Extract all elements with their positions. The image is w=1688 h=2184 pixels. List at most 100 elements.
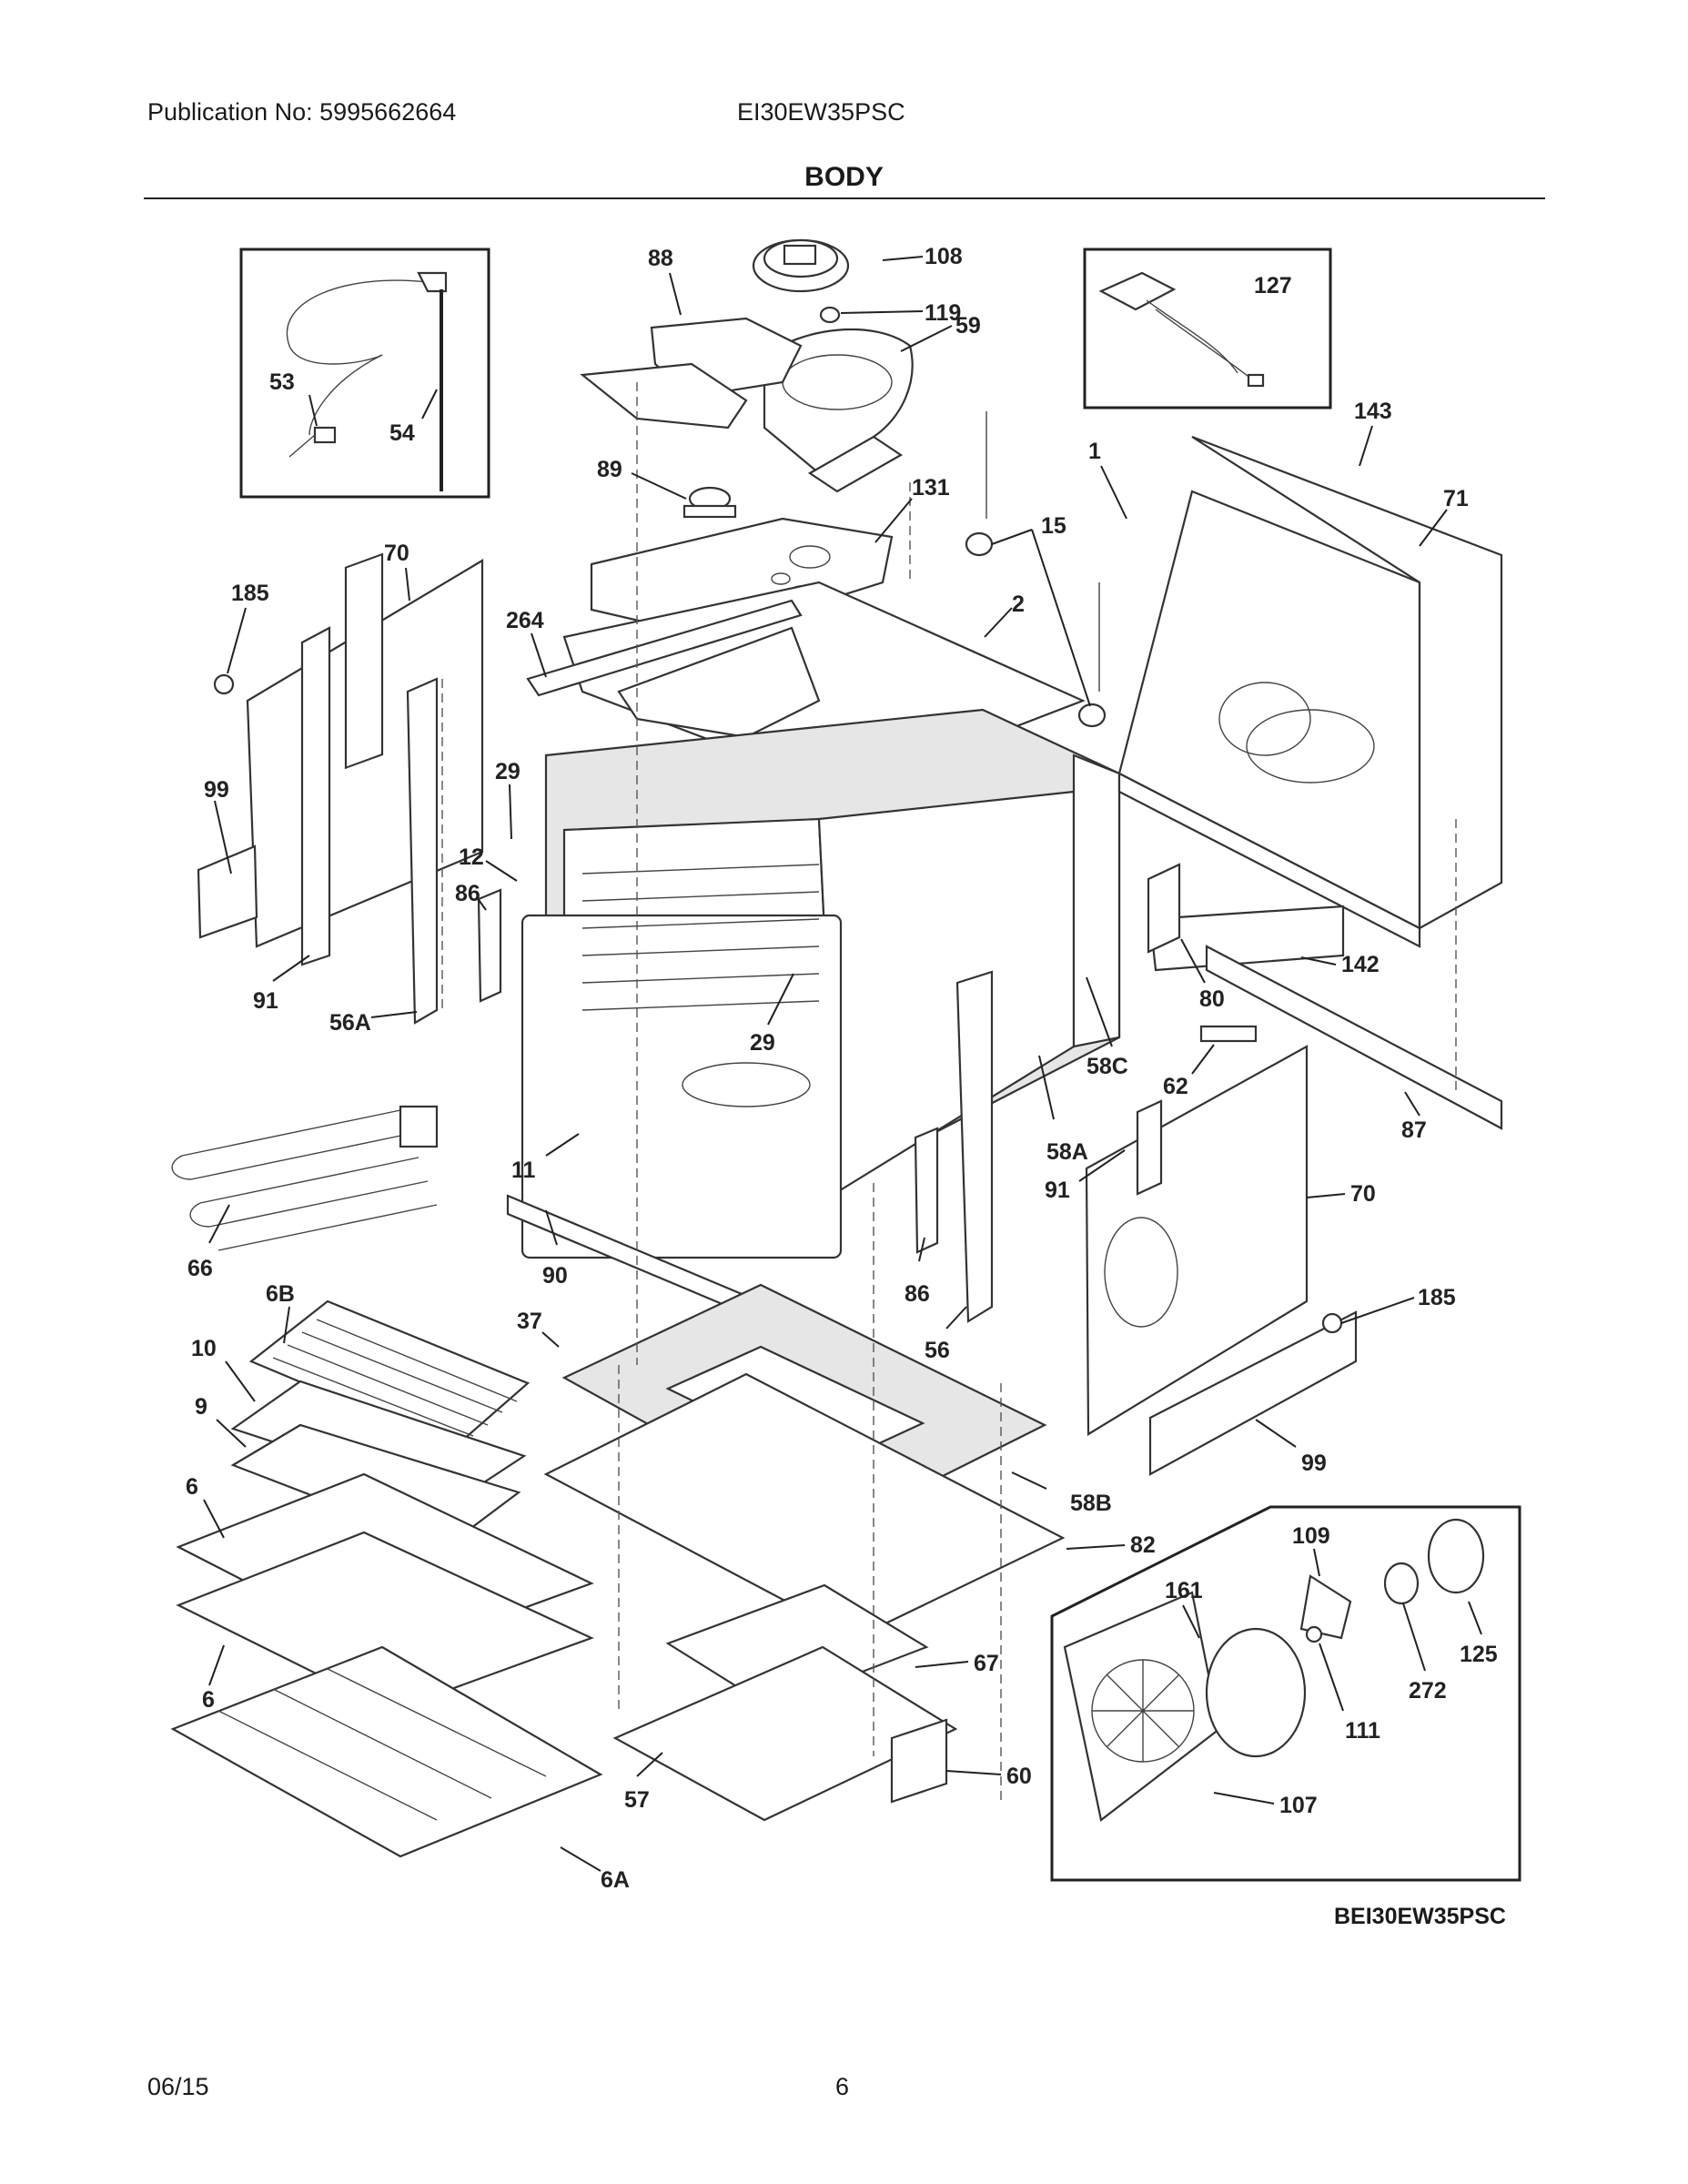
svg-text:6B: 6B xyxy=(266,1281,295,1307)
svg-text:59: 59 xyxy=(955,313,981,339)
callout-185-right: 185 xyxy=(1340,1285,1456,1324)
callout-143: 143 xyxy=(1354,399,1392,467)
svg-text:66: 66 xyxy=(187,1256,213,1281)
bottom-bracket-part xyxy=(1147,863,1503,1130)
svg-text:90: 90 xyxy=(542,1263,568,1289)
callout-108: 108 xyxy=(882,244,963,269)
page-number: 6 xyxy=(835,2073,850,2100)
rear-panel-part xyxy=(1117,435,1503,948)
svg-text:2: 2 xyxy=(1012,592,1025,617)
callout-70-left: 70 xyxy=(384,541,410,602)
callout-6A: 6A xyxy=(560,1846,630,1893)
svg-text:111: 111 xyxy=(1345,1718,1380,1744)
callout-87: 87 xyxy=(1401,1091,1427,1143)
page-title: BODY xyxy=(804,162,884,192)
callout-161: 161 xyxy=(1165,1578,1203,1639)
callout-15: 15 xyxy=(991,513,1091,707)
callout-264: 264 xyxy=(506,608,547,678)
svg-text:15: 15 xyxy=(1041,513,1066,539)
temperature-sensor-part xyxy=(286,271,448,491)
callout-2: 2 xyxy=(984,592,1025,638)
callout-111: 111 xyxy=(1319,1643,1380,1744)
callout-89: 89 xyxy=(597,457,687,500)
svg-text:87: 87 xyxy=(1401,1117,1427,1143)
svg-text:143: 143 xyxy=(1354,399,1392,424)
callout-71: 71 xyxy=(1419,486,1469,547)
cooling-fan-motor-part xyxy=(752,238,850,324)
callout-10: 10 xyxy=(191,1336,256,1402)
callout-86-right: 86 xyxy=(905,1237,930,1307)
oven-cavity-part xyxy=(521,708,1121,1259)
callout-58C: 58C xyxy=(1086,976,1128,1079)
svg-text:89: 89 xyxy=(597,457,622,482)
callout-185-left: 185 xyxy=(227,581,269,674)
callout-6B: 6B xyxy=(266,1281,295,1344)
svg-text:107: 107 xyxy=(1279,1793,1318,1818)
svg-text:185: 185 xyxy=(1418,1285,1456,1310)
svg-text:54: 54 xyxy=(389,420,415,446)
callout-37: 37 xyxy=(517,1309,560,1348)
callout-58B: 58B xyxy=(1011,1471,1112,1516)
inset-probe-box xyxy=(239,248,490,499)
header-rule xyxy=(144,197,1545,199)
svg-text:82: 82 xyxy=(1130,1532,1156,1558)
svg-text:161: 161 xyxy=(1165,1578,1203,1603)
callout-56A: 56A xyxy=(329,1010,418,1036)
svg-text:86: 86 xyxy=(905,1281,930,1307)
svg-text:142: 142 xyxy=(1341,952,1380,977)
callout-12: 12 xyxy=(459,844,518,882)
callout-57: 57 xyxy=(624,1752,663,1813)
callout-125: 125 xyxy=(1460,1601,1498,1667)
callout-6-top: 6 xyxy=(186,1474,225,1539)
blower-housing-part xyxy=(580,317,914,493)
svg-text:6: 6 xyxy=(202,1687,215,1713)
svg-text:86: 86 xyxy=(455,881,480,906)
callout-131: 131 xyxy=(874,475,950,543)
svg-text:60: 60 xyxy=(1006,1764,1032,1789)
footer-date: 06/15 xyxy=(147,2073,209,2100)
callout-107: 107 xyxy=(1213,1792,1318,1818)
svg-text:109: 109 xyxy=(1292,1523,1330,1549)
right-side-panel-part xyxy=(1085,1045,1358,1476)
svg-text:6: 6 xyxy=(186,1474,198,1500)
callout-62: 62 xyxy=(1163,1044,1215,1099)
callout-272: 272 xyxy=(1402,1603,1447,1704)
inset-convection-box xyxy=(1050,1505,1521,1882)
callout-91-right: 91 xyxy=(1045,1149,1126,1203)
oven-racks-part xyxy=(170,1299,603,1858)
callout-90: 90 xyxy=(542,1209,568,1289)
svg-text:29: 29 xyxy=(750,1030,775,1056)
bake-element-part xyxy=(171,1105,439,1251)
thermostat-part xyxy=(682,486,737,519)
callout-60: 60 xyxy=(945,1764,1032,1789)
svg-text:80: 80 xyxy=(1199,986,1225,1012)
svg-text:56: 56 xyxy=(925,1338,950,1363)
callout-119: 119 xyxy=(840,300,961,326)
drawing-code: BEI30EW35PSC xyxy=(1334,1904,1506,1929)
callout-29-inner: 29 xyxy=(750,973,794,1056)
callout-99-left: 99 xyxy=(204,777,232,875)
svg-text:108: 108 xyxy=(925,244,963,269)
svg-text:125: 125 xyxy=(1460,1642,1498,1667)
callout-58A: 58A xyxy=(1038,1055,1088,1165)
svg-text:12: 12 xyxy=(459,844,484,870)
svg-text:58B: 58B xyxy=(1070,1491,1112,1516)
callout-54: 54 xyxy=(389,389,438,446)
callout-56: 56 xyxy=(925,1306,967,1363)
svg-text:185: 185 xyxy=(231,581,269,606)
left-side-panel-part xyxy=(197,552,484,1025)
callout-142: 142 xyxy=(1300,952,1380,977)
svg-text:67: 67 xyxy=(974,1651,999,1676)
svg-text:70: 70 xyxy=(384,541,409,566)
callout-6-bottom: 6 xyxy=(202,1644,225,1713)
callout-59: 59 xyxy=(900,313,981,352)
callout-11: 11 xyxy=(511,1133,580,1183)
wire-harness-part xyxy=(1098,271,1265,388)
callout-70-right: 70 xyxy=(1306,1181,1376,1207)
model-number: EI30EW35PSC xyxy=(737,98,905,126)
svg-text:99: 99 xyxy=(204,777,229,803)
callout-9: 9 xyxy=(195,1394,247,1448)
svg-text:29: 29 xyxy=(495,759,521,784)
callout-88: 88 xyxy=(648,246,682,316)
